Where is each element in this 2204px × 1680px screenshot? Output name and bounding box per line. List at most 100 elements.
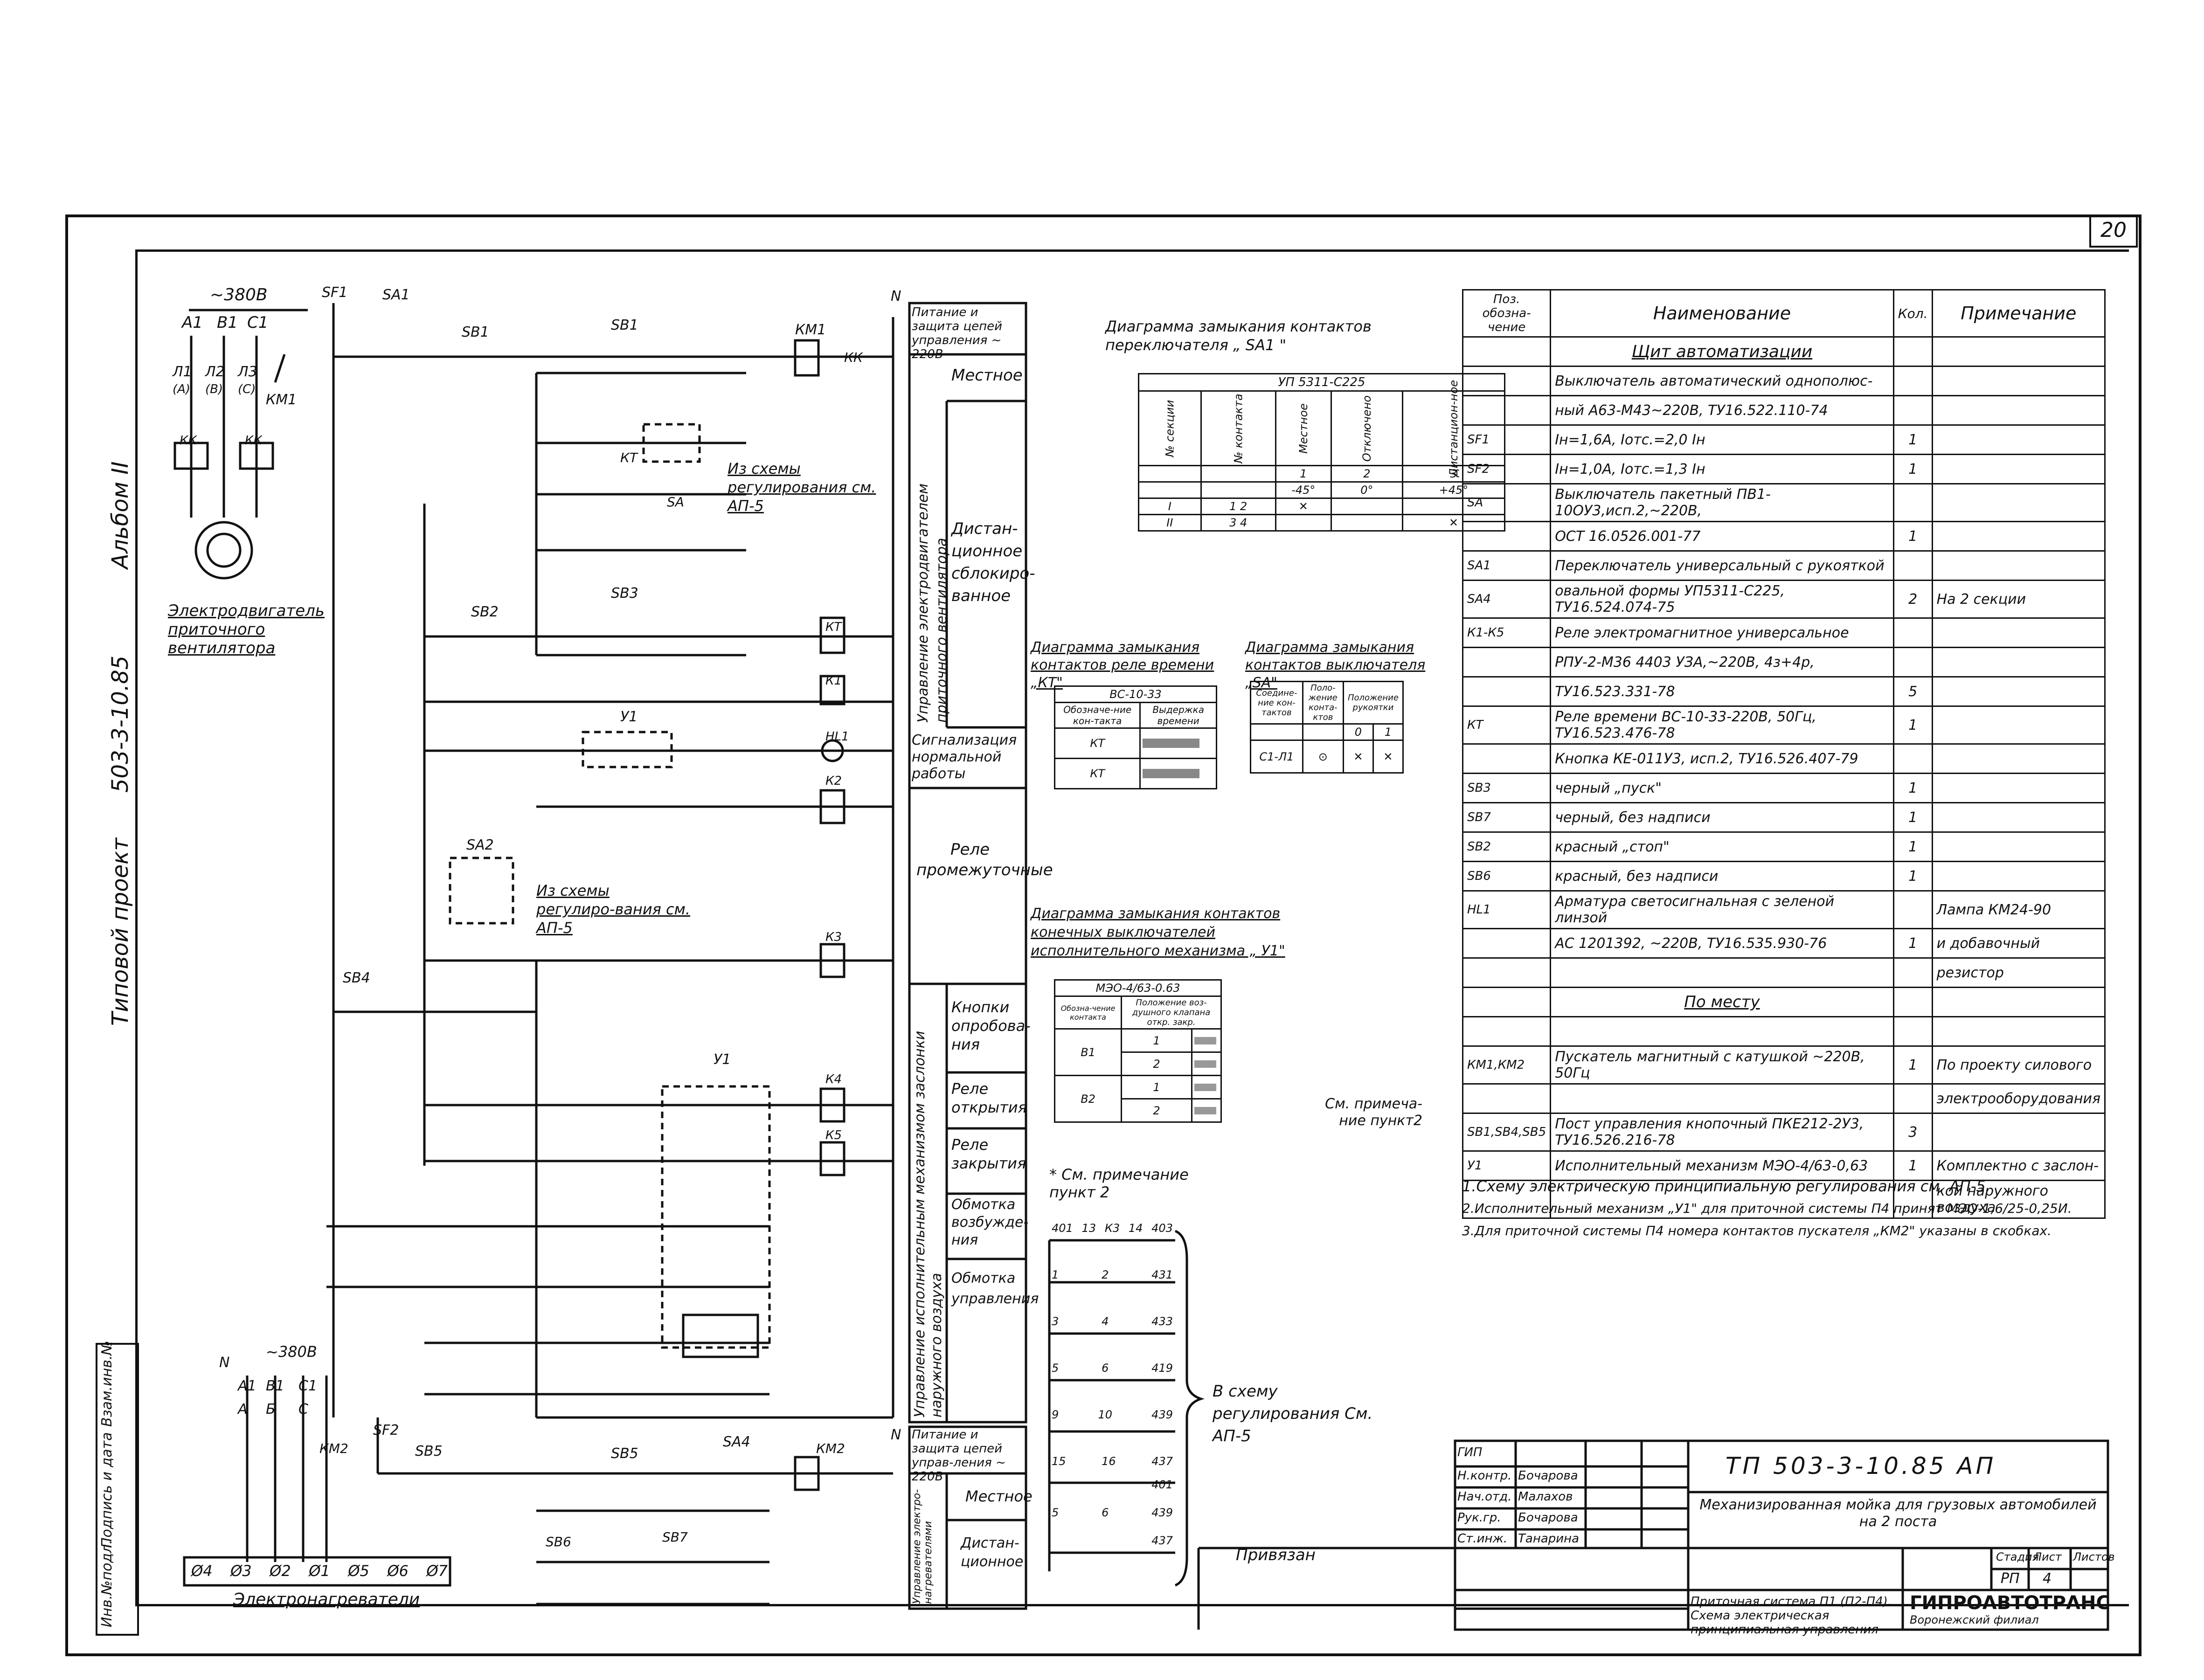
- bom-pos: [1462, 987, 1552, 1017]
- bom-pos: [1462, 366, 1552, 396]
- sa-cross: ✕: [1342, 740, 1374, 774]
- fn-control-winding: Обмотка управления: [951, 1270, 1039, 1307]
- power-line-phase-c: (С): [238, 382, 256, 396]
- k3-wire: 401: [1052, 1222, 1073, 1235]
- kt-diagram-title: Диаграмма замыкания контактов реле време…: [1031, 639, 1214, 691]
- sa-row: С1-Л1: [1250, 740, 1303, 774]
- limit-row-num: 2: [1121, 1098, 1192, 1123]
- bom-qty: 1: [1892, 521, 1933, 552]
- label-n: N: [891, 288, 901, 304]
- power-line-l2: Л2: [205, 364, 225, 380]
- bom-qty: 1: [1892, 831, 1933, 862]
- sa1-cell: [1330, 514, 1403, 532]
- sa1-header-local-text: Местное: [1296, 403, 1310, 454]
- kt-type: ВС-10-33: [1054, 685, 1217, 703]
- bom-pos: SB6: [1462, 861, 1552, 892]
- bom-note: [1931, 550, 2106, 581]
- bom-note: [1931, 521, 2106, 552]
- tb-sheets-header: Листов: [2073, 1550, 2115, 1563]
- bom-note: На 2 секции: [1931, 580, 2106, 619]
- bom-pos: [1462, 676, 1552, 707]
- tb-drawing-title: Приточная система П1 (П2-П4). Схема элек…: [1691, 1595, 1892, 1637]
- heater-terminal-1: Ø1: [309, 1562, 330, 1580]
- bom-note: резистор: [1931, 957, 2106, 988]
- bom-qty: 1: [1892, 861, 1933, 892]
- k3-terminal: 1: [1052, 1268, 1059, 1281]
- heater-terminal-4: Ø4: [191, 1562, 213, 1580]
- bom-row: ный А63-М43~220В, ТУ16.522.110-74: [1462, 395, 2106, 426]
- bom-row: электрооборудования: [1462, 1083, 2106, 1114]
- label-sa2: SA2: [466, 837, 494, 853]
- bom-name: Выключатель пакетный ПВ1-10ОУ3,исп.2,~22…: [1550, 483, 1894, 522]
- sa1-header-section: № секции: [1138, 390, 1202, 466]
- tb-sheet-header: Лист: [2033, 1550, 2062, 1563]
- sa1-blank: [1200, 465, 1276, 483]
- bom-header-name: Наименование: [1550, 289, 1894, 338]
- sa1-header-contact: № контакта: [1200, 390, 1276, 466]
- label-n-2: N: [891, 1427, 901, 1443]
- heater-phase-c1: С1: [298, 1378, 318, 1394]
- note-2: 2.Исполнительный механизм „У1" для прито…: [1462, 1201, 2072, 1216]
- sa1-angle-1: -45°: [1275, 481, 1332, 499]
- fn-group-damper: Управление исполнительным механизмом зас…: [912, 1030, 945, 1417]
- limit-contact-b1: В1: [1053, 1028, 1123, 1076]
- bom-cell: [1462, 336, 1552, 367]
- bom-note: [1931, 483, 2106, 522]
- limit-header-position-text: Положение воз-душного клапана: [1132, 998, 1211, 1017]
- sa1-header-section-text: № секции: [1163, 400, 1177, 457]
- k3-terminal: 5: [1052, 1506, 1059, 1519]
- note-3: 3.Для приточной системы П4 номера контак…: [1462, 1223, 2052, 1238]
- fn-remote: Дистан-ционное сблокиро-ванное: [951, 519, 1035, 605]
- bom-qty: [1892, 483, 1933, 522]
- bom-name: [1550, 1083, 1894, 1114]
- bom-cell: [1931, 336, 2106, 367]
- limit-type: МЭО-4/63-0.63: [1054, 979, 1222, 997]
- label-sf1: SF1: [322, 284, 348, 301]
- note-star: * См. примечание пункт 2: [1049, 1166, 1189, 1201]
- label-sa: SA: [667, 494, 684, 510]
- bom-name: Реле электромагнитное универсальное: [1550, 617, 1894, 648]
- label-sb5-b: SB5: [611, 1445, 638, 1462]
- bom-note: Комплектно с заслон-: [1931, 1150, 2106, 1181]
- k3-terminal: 6: [1102, 1362, 1109, 1375]
- label-sa1: SA1: [382, 287, 410, 303]
- label-k1: К1: [825, 674, 842, 688]
- bom-section-row: Щит автоматизации: [1462, 336, 2106, 367]
- bom-pos: [1462, 647, 1552, 678]
- bom-name: Исполнительный механизм МЭО-4/63-0,63: [1550, 1150, 1894, 1181]
- bom-cell: [1892, 336, 1933, 367]
- k3-terminal: 6: [1102, 1506, 1109, 1519]
- bom-name: красный, без надписи: [1550, 861, 1894, 892]
- k3-terminal: 10: [1098, 1408, 1112, 1421]
- k3-wire: 433: [1151, 1315, 1173, 1328]
- bom-name: ОСТ 16.0526.001-77: [1550, 521, 1894, 552]
- limit-row-num: 1: [1121, 1028, 1192, 1053]
- bom-note: По проекту силового: [1931, 1045, 2106, 1085]
- label-kt: КТ: [620, 450, 638, 465]
- label-sb6: SB6: [546, 1534, 571, 1549]
- heater-terminal-6: Ø6: [387, 1562, 409, 1580]
- bom-qty: [1892, 617, 1933, 648]
- bom-pos: [1462, 928, 1552, 959]
- label-sb1-b: SB1: [611, 317, 638, 333]
- tb-object: Механизированная мойка для грузовых авто…: [1699, 1497, 2097, 1530]
- bom-row: По месту: [1462, 987, 2106, 1017]
- bom-name: По месту: [1550, 987, 1894, 1017]
- label-sf2: SF2: [373, 1422, 399, 1438]
- sa1-cell: [1330, 498, 1403, 515]
- fn-local: Местное: [951, 366, 1023, 385]
- fn-remote-2: Дистан-ционное: [961, 1535, 1024, 1570]
- fn-group-fan: Управление электродвигателем приточного …: [915, 483, 950, 723]
- sa1-cell: [1275, 514, 1332, 532]
- power-line-phase-b: (В): [205, 382, 223, 396]
- bom-qty: 1: [1892, 705, 1933, 745]
- limit-row-bar: [1191, 1075, 1222, 1099]
- power-phase-b1: В1: [217, 313, 238, 332]
- fn-local-2: Местное: [965, 1487, 1033, 1505]
- ref-regulation: В схему регулирования См. АП-5: [1213, 1382, 1373, 1445]
- fn-signaling: Сигнализация нормальной работы: [912, 732, 1017, 782]
